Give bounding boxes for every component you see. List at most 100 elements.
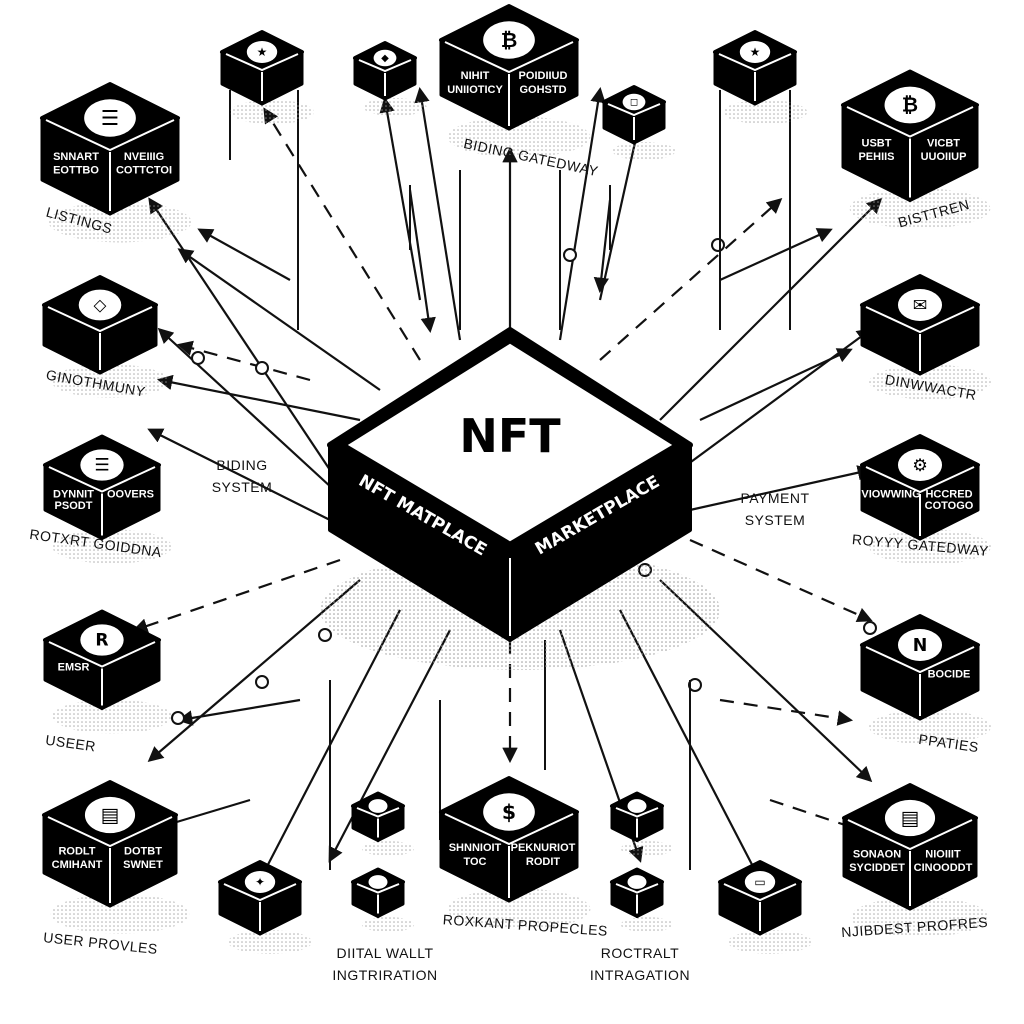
icon-glyph: ₿ — [501, 28, 518, 52]
cube-edge — [615, 807, 659, 818]
small-node — [351, 791, 415, 856]
icon-glyph: ▤ — [901, 807, 920, 830]
cube-face-text: CMIHANT — [52, 859, 103, 871]
connector-arrow — [408, 189, 436, 334]
small-node: ★ — [713, 30, 807, 124]
cube-edge — [356, 883, 400, 894]
connector-node — [563, 248, 577, 262]
cube-edge — [847, 819, 973, 851]
cube-face-text: SHNNIOIT — [449, 842, 502, 854]
icon-glyph: ✉ — [913, 296, 928, 316]
connector-arrow — [599, 197, 783, 361]
icon-glyph: ₿ — [902, 93, 918, 117]
card-icon: ▤ — [884, 799, 936, 837]
icon-plate — [80, 624, 124, 656]
square-icon — [627, 799, 647, 813]
connector-arrow — [156, 374, 361, 422]
small-node — [610, 867, 674, 932]
connector-arrow — [328, 629, 451, 863]
cube-face-text: GOHSTD — [519, 84, 566, 96]
label-digital-wallet: DIITAL WALLT — [336, 945, 433, 961]
cube-face-text: NIHIT — [461, 70, 490, 82]
cube-face-text: PEHIIS — [858, 151, 894, 163]
cube-face-text: RODLT — [58, 846, 95, 858]
cube-face-text: PEKNURIOT — [511, 842, 576, 854]
label-contract-integration: ROCTRALT — [601, 945, 679, 961]
connector-arrow — [689, 538, 873, 623]
cube-shadow — [48, 201, 192, 243]
cube-face-text: POIDIIUD — [519, 70, 568, 82]
cube-face-text: COTTCTOI — [116, 165, 172, 177]
connector-arrow — [197, 228, 291, 281]
cube-edge — [356, 807, 400, 818]
cube-face-text: TOC — [463, 856, 486, 868]
icon-plate — [368, 875, 388, 889]
cube-shadow — [620, 841, 674, 856]
cube-face-text: HCCRED — [925, 489, 972, 501]
icon-plate — [897, 289, 943, 321]
cube-face-text: RODIT — [526, 856, 561, 868]
cube-face-text: SWNET — [123, 859, 163, 871]
square-icon: ◆ — [373, 49, 397, 67]
icon-glyph: N — [913, 636, 928, 656]
cube-edge — [723, 883, 797, 902]
label-bidding-system: BIDING — [216, 457, 267, 473]
connector-arrow — [593, 199, 612, 294]
cube-edge — [865, 646, 975, 674]
icon-plate — [368, 799, 388, 813]
icon-plate — [78, 289, 122, 321]
cube-face-text: UNIIOTICY — [447, 84, 503, 96]
icon-plate — [483, 21, 535, 59]
gear-icon: ⚙ — [897, 449, 943, 481]
cube-face-text: EMSR — [58, 661, 90, 673]
connector-arrow — [719, 698, 854, 726]
label-user-profiles: USER PROVLES — [43, 929, 159, 957]
connector-node — [318, 628, 332, 642]
connector-arrow — [659, 197, 883, 421]
connector-arrow — [414, 86, 462, 341]
icon-plate — [84, 99, 136, 137]
cube-face-text: DOTBT — [124, 846, 162, 858]
cube-edge — [615, 883, 659, 894]
icon-plate — [627, 875, 647, 889]
cube-edge — [865, 306, 975, 334]
connector-arrow — [379, 96, 422, 301]
connector-node — [255, 361, 269, 375]
small-node — [610, 791, 674, 856]
connector-arrow — [719, 228, 833, 282]
cube-shadow — [447, 888, 591, 930]
cube-shadow — [612, 142, 676, 160]
icon-glyph: ⚙ — [912, 456, 928, 476]
module-bidding-gateway: ₿ NIHIT POIDIIUD UNIIOTICY GOHSTD — [439, 4, 591, 158]
card-icon: ▤ — [84, 796, 136, 834]
connector-arrow — [177, 248, 381, 391]
list-icon: ☰ — [80, 449, 124, 481]
label-contract-integration: INTRAGATION — [590, 967, 690, 983]
cube-face-text: NVEIIIG — [124, 151, 164, 163]
cube-face-text: USBT — [862, 138, 892, 150]
cube-edge — [865, 466, 975, 494]
cube-face-text: OOVERS — [107, 488, 154, 500]
label-user: USEER — [44, 732, 96, 755]
cube-shadow — [850, 897, 990, 937]
cube-shadow — [363, 98, 427, 116]
coin-icon: ₿ — [884, 86, 936, 124]
icon-plate — [739, 41, 771, 63]
icon-plate — [897, 449, 943, 481]
cube-top-inner — [343, 340, 677, 545]
icon-glyph: ★ — [750, 45, 761, 59]
icon-plate — [622, 93, 646, 111]
connector-arrow — [699, 348, 853, 421]
star-icon: ★ — [246, 41, 278, 63]
cube-shadow — [620, 917, 674, 932]
label-payment-system: SYSTEM — [745, 512, 806, 528]
cube-edge — [47, 816, 173, 848]
star-icon: ◻ — [622, 93, 646, 111]
